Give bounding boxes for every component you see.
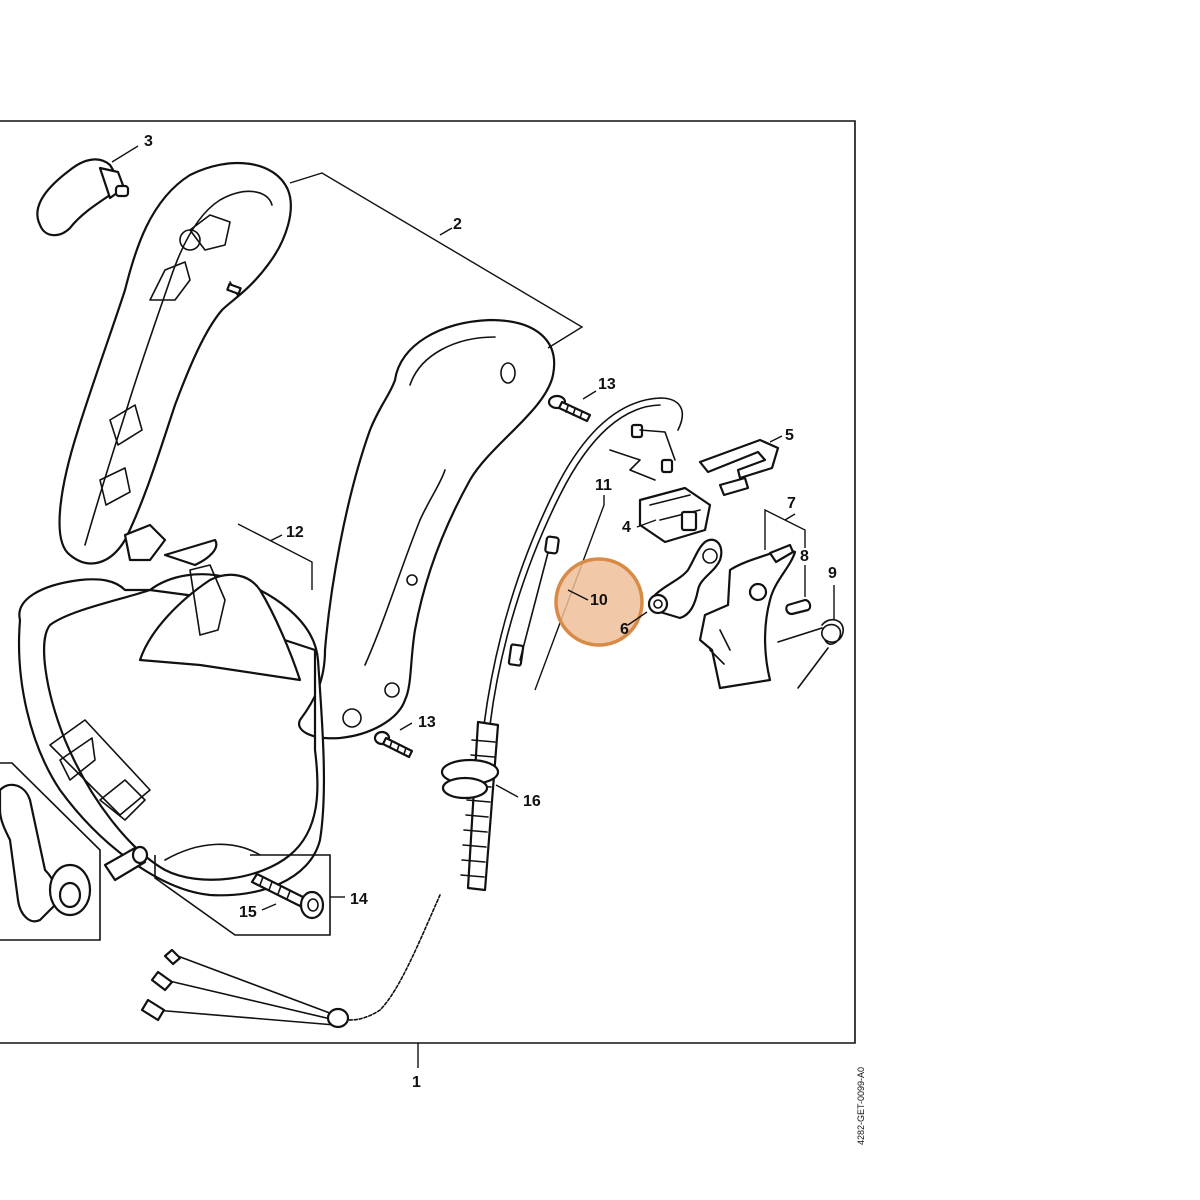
label-part-9: 9 <box>828 565 837 582</box>
highlight-circle-part-10 <box>554 557 644 647</box>
part-5-clip <box>698 435 783 497</box>
reference-code: 4282-GET-0099-A0 <box>856 1067 866 1145</box>
part-9-spring <box>777 585 844 689</box>
part-7-trigger <box>698 508 806 690</box>
label-part-13-lower: 13 <box>418 714 436 731</box>
label-part-14: 14 <box>350 891 368 908</box>
label-part-13-upper: 13 <box>598 376 616 393</box>
label-part-1: 1 <box>412 1074 421 1091</box>
label-part-3: 3 <box>144 133 153 150</box>
label-part-7: 7 <box>787 495 796 512</box>
part-16-cable-sleeve <box>140 397 684 1029</box>
label-part-12: 12 <box>286 524 304 541</box>
part-8-pin <box>785 565 812 616</box>
label-part-16: 16 <box>523 793 541 810</box>
label-part-2: 2 <box>453 216 462 233</box>
part-14-15-screw <box>250 872 345 920</box>
label-part-4: 4 <box>622 519 631 536</box>
label-part-10: 10 <box>590 592 608 609</box>
part-2-handle-housing <box>58 161 584 740</box>
part-11-wire <box>519 423 676 691</box>
part-6-lever-arm <box>647 538 723 620</box>
lower-left-parts <box>0 762 331 941</box>
label-part-8: 8 <box>800 548 809 565</box>
part-3-lever <box>36 145 139 237</box>
diagram-frame <box>0 120 856 1044</box>
part-13-screw-upper <box>547 390 597 423</box>
label-part-11: 11 <box>595 477 612 494</box>
label-part-15: 15 <box>239 904 257 921</box>
part-4-switch <box>636 486 712 544</box>
label-part-6: 6 <box>620 621 629 638</box>
part-13-screw-lower <box>373 722 414 759</box>
label-part-5: 5 <box>785 427 794 444</box>
part-12-lower-housing <box>17 523 326 897</box>
